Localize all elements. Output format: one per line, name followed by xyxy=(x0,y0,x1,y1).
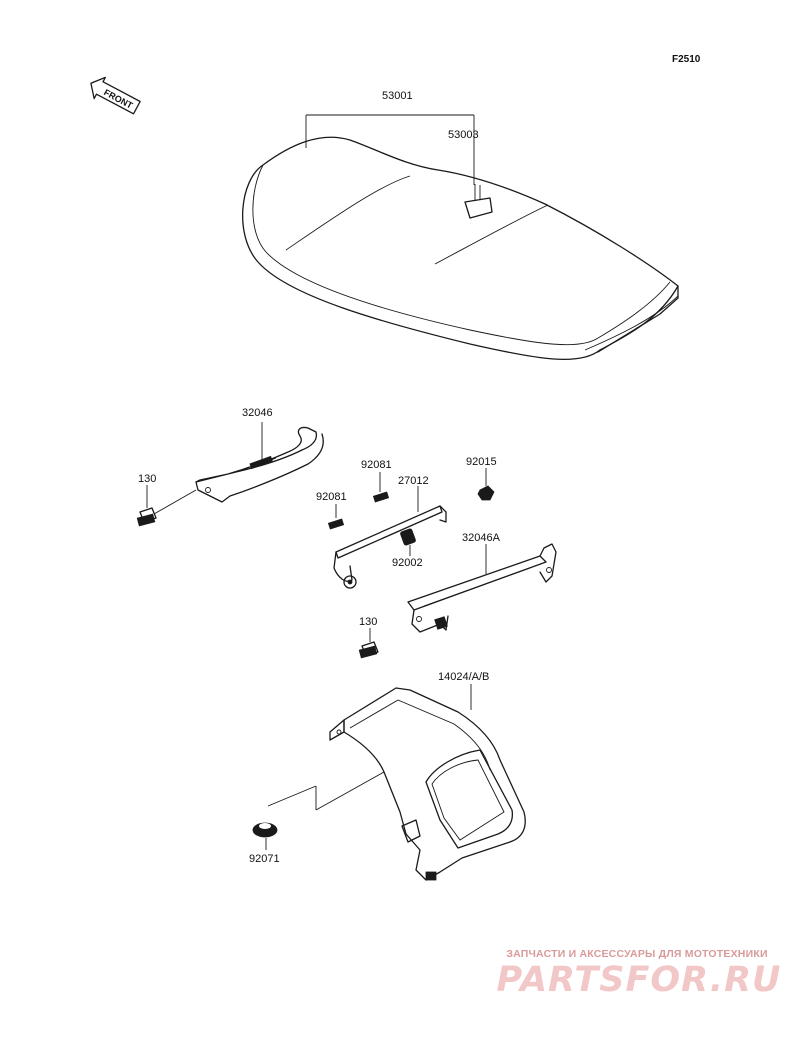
part-92081-lower-label: 92081 xyxy=(316,491,347,503)
part-53001-label: 53001 xyxy=(382,90,413,102)
grommet-92071-icon xyxy=(252,822,278,850)
bracket-32046a-illustration xyxy=(407,543,557,633)
bracket-32046-illustration xyxy=(195,426,324,503)
part-14024-label: 14024/A/B xyxy=(438,671,489,683)
rod-27012-illustration xyxy=(333,505,447,589)
spacer-92002-icon xyxy=(400,528,416,556)
part-130-center-label: 130 xyxy=(359,616,377,628)
pin-92081-lower-icon xyxy=(327,504,345,530)
cover-14024-illustration xyxy=(329,687,526,881)
nut-92015-icon xyxy=(477,468,495,501)
part-32046-label: 32046 xyxy=(242,407,273,419)
front-label: FRONT xyxy=(102,87,135,111)
part-130-left-label: 130 xyxy=(138,473,156,485)
part-92002-label: 92002 xyxy=(392,557,423,569)
watermark-tagline: ЗАПЧАСТИ И АКСЕССУАРЫ ДЛЯ МОТОТЕХНИКИ xyxy=(506,948,768,960)
part-27012-label: 27012 xyxy=(398,475,429,487)
seat-illustration xyxy=(241,136,679,361)
part-53003-label: 53003 xyxy=(448,129,479,141)
figure-code: F2510 xyxy=(672,54,701,65)
part-32046a-label: 32046A xyxy=(462,532,501,544)
part-92071-label: 92071 xyxy=(249,853,280,865)
seat-leader xyxy=(305,114,475,185)
front-arrow-icon: FRONT xyxy=(90,76,141,115)
part-92015-label: 92015 xyxy=(466,456,497,468)
grommet-leader xyxy=(267,771,385,811)
bolt-130-left-icon xyxy=(136,489,197,527)
part-92081-top-label: 92081 xyxy=(361,459,392,471)
pin-92081-top-icon xyxy=(372,472,390,503)
bolt-130-center-icon xyxy=(358,628,379,659)
watermark-logo: PARTSFOR.RU xyxy=(496,960,782,1000)
